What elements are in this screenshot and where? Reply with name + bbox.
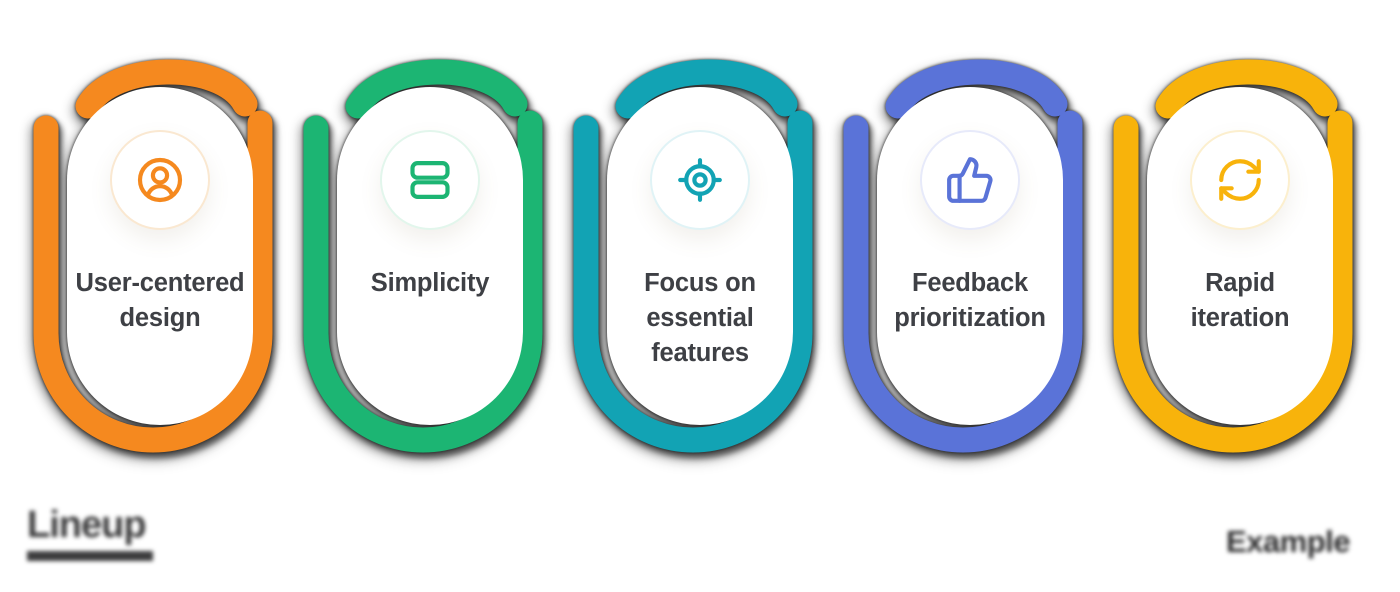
card-simplicity: Simplicity [295,30,565,510]
card-feedback-prioritization: Feedback prioritization [835,30,1105,510]
icon-circle [650,130,750,230]
card-label: Rapid iteration [1190,269,1290,332]
left-logo-underline [27,551,153,561]
icon-circle [380,130,480,230]
card-label: Simplicity [370,269,490,297]
refresh-icon [1219,159,1261,201]
card-rapid-iteration: Rapid iteration [1105,30,1375,510]
card-label: Focus on essential features [644,269,756,367]
rows-icon [410,161,450,199]
card-user-centered-design: User-centered design [25,30,295,510]
card-focus-on-essential-features: Focus on essential features [565,30,835,510]
icon-circle [110,130,210,230]
icon-circle [1190,130,1290,230]
card-label: Feedback prioritization [894,269,1046,332]
thumbs-up-icon [947,157,993,203]
icon-circle [920,130,1020,230]
user-circle-icon [137,157,183,203]
right-logo-text: Example [1226,524,1351,559]
target-icon [678,158,722,202]
card-label: User-centered design [75,269,245,332]
left-logo-text: Lineup [27,504,147,546]
left-logo: Lineup [27,505,153,561]
